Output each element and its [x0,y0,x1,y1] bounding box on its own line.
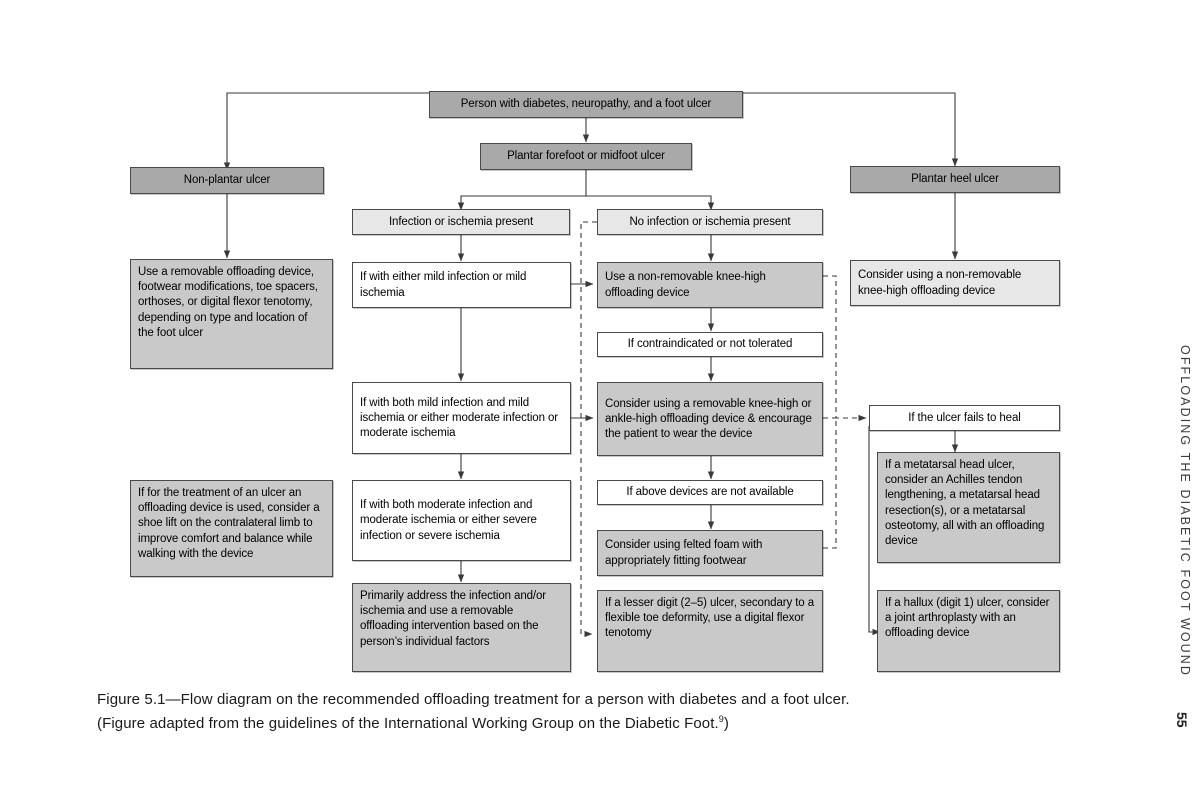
node-moderate-infection[interactable]: If with both mild infection and mild isc… [352,382,571,454]
node-plantar-heel-ulcer-label: Plantar heel ulcer [911,173,999,186]
node-non-removable-device-label: Use a non-removable knee-high offloading… [605,271,766,299]
node-removable-device[interactable]: Consider using a removable knee-high or … [597,382,823,456]
node-root[interactable]: Person with diabetes, neuropathy, and a … [429,91,743,118]
node-mild-infection[interactable]: If with either mild infection or mild is… [352,262,571,308]
node-non-removable-device[interactable]: Use a non-removable knee-high offloading… [597,262,823,308]
figure-caption-line2-text: (Figure adapted from the guidelines of t… [97,715,719,733]
figure-caption: Figure 5.1—Flow diagram on the recommend… [97,688,1103,737]
figure-caption-line1: Figure 5.1—Flow diagram on the recommend… [97,691,850,708]
node-lesser-digit-label: If a lesser digit (2–5) ulcer, secondary… [605,597,814,640]
node-metatarsal-head-ulcer-label: If a metatarsal head ulcer, consider an … [885,459,1045,547]
node-fails-to-heal[interactable]: If the ulcer fails to heal [869,405,1060,431]
figure-caption-line2-close: ) [723,715,729,733]
node-moderate-infection-label: If with both mild infection and mild isc… [360,396,558,440]
node-mild-infection-label: If with either mild infection or mild is… [360,271,527,299]
node-severe-infection-label: If with both moderate infection and mode… [360,499,537,542]
figure-caption-footnote-ref: 9 [718,714,724,725]
node-lesser-digit[interactable]: If a lesser digit (2–5) ulcer, secondary… [597,590,823,672]
node-plantar-forefoot-label: Plantar forefoot or midfoot ulcer [507,150,665,163]
node-contraindicated[interactable]: If contraindicated or not tolerated [597,332,823,357]
node-no-infection-present-label: No infection or ischemia present [629,215,791,228]
node-shoe-lift-label: If for the treatment of an ulcer an offl… [138,487,320,560]
node-devices-not-available[interactable]: If above devices are not available [597,480,823,505]
page-number: 55 [1174,712,1190,728]
figure-caption-line2: (Figure adapted from the guidelines of t… [97,712,1103,736]
node-infection-present-label: Infection or ischemia present [388,215,534,228]
node-removable-device-label: Consider using a removable knee-high or … [605,397,812,441]
node-non-plantar-treatment[interactable]: Use a removable offloading device, footw… [130,259,333,369]
node-primary-address[interactable]: Primarily address the infection and/or i… [352,583,571,672]
node-plantar-heel-ulcer[interactable]: Plantar heel ulcer [850,166,1060,193]
running-head: OFFLOADING THE DIABETIC FOOT WOUND [1178,345,1192,678]
node-metatarsal-head-ulcer[interactable]: If a metatarsal head ulcer, consider an … [877,452,1060,563]
node-no-infection-present[interactable]: No infection or ischemia present [597,209,823,235]
node-shoe-lift[interactable]: If for the treatment of an ulcer an offl… [130,480,333,577]
node-primary-address-label: Primarily address the infection and/or i… [360,590,547,648]
node-non-plantar-treatment-label: Use a removable offloading device, footw… [138,266,318,339]
node-non-plantar-ulcer-label: Non-plantar ulcer [183,174,271,187]
node-heel-treatment-label: Consider using a non-removable knee-high… [858,269,1022,297]
node-felted-foam-label: Consider using felted foam with appropri… [605,539,763,567]
node-heel-treatment[interactable]: Consider using a non-removable knee-high… [850,260,1060,306]
node-fails-to-heal-label: If the ulcer fails to heal [908,411,1021,424]
node-hallux-ulcer-label: If a hallux (digit 1) ulcer, consider a … [885,597,1050,640]
node-plantar-forefoot[interactable]: Plantar forefoot or midfoot ulcer [480,143,692,170]
node-severe-infection[interactable]: If with both moderate infection and mode… [352,480,571,561]
node-hallux-ulcer[interactable]: If a hallux (digit 1) ulcer, consider a … [877,590,1060,672]
node-contraindicated-label: If contraindicated or not tolerated [627,338,793,351]
node-felted-foam[interactable]: Consider using felted foam with appropri… [597,530,823,576]
node-non-plantar-ulcer[interactable]: Non-plantar ulcer [130,167,324,194]
node-infection-present[interactable]: Infection or ischemia present [352,209,570,235]
node-root-label: Person with diabetes, neuropathy, and a … [460,98,712,111]
node-devices-not-available-label: If above devices are not available [626,486,794,499]
